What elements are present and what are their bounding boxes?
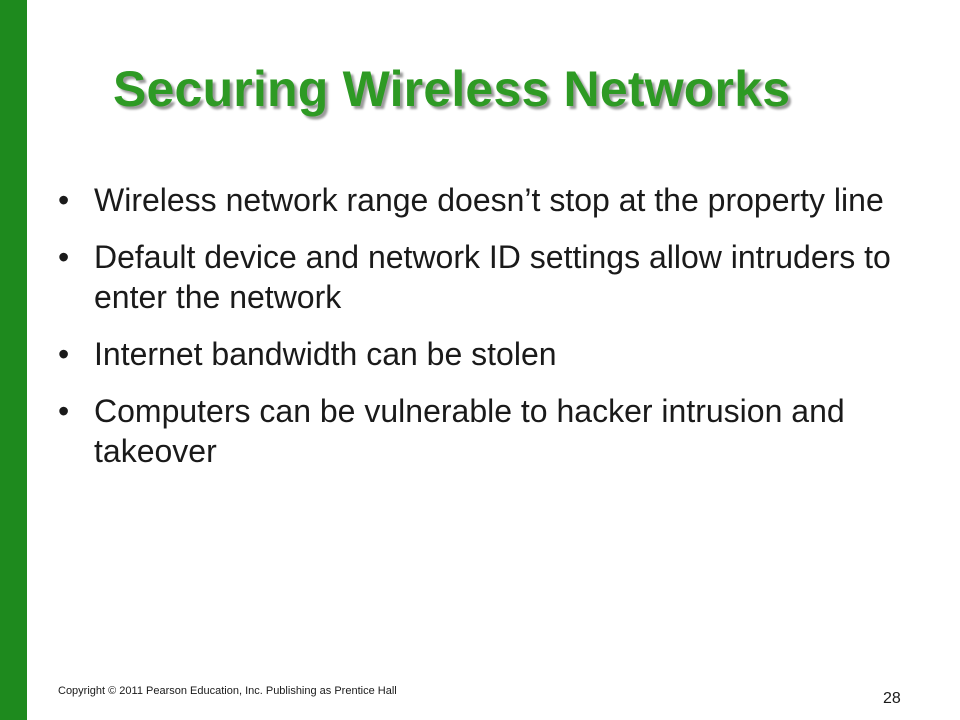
bullet-list: • Wireless network range doesn’t stop at… <box>58 180 918 488</box>
bullet-dot-icon: • <box>58 393 70 429</box>
bullet-dot-icon: • <box>58 182 70 218</box>
left-accent-bar <box>0 0 27 720</box>
bullet-item: • Computers can be vulnerable to hacker … <box>58 391 918 471</box>
bullet-dot-icon: • <box>58 239 70 275</box>
copyright-footer: Copyright © 2011 Pearson Education, Inc.… <box>58 685 397 697</box>
bullet-text: Computers can be vulnerable to hacker in… <box>94 393 845 469</box>
bullet-item: • Default device and network ID settings… <box>58 237 918 317</box>
bullet-text: Default device and network ID settings a… <box>94 239 891 315</box>
bullet-item: • Wireless network range doesn’t stop at… <box>58 180 918 220</box>
bullet-text: Wireless network range doesn’t stop at t… <box>94 182 884 218</box>
page-number: 28 <box>883 690 901 707</box>
bullet-text: Internet bandwidth can be stolen <box>94 336 557 372</box>
bullet-dot-icon: • <box>58 336 70 372</box>
bullet-item: • Internet bandwidth can be stolen <box>58 334 918 374</box>
slide-title: Securing Wireless Networks <box>113 61 791 117</box>
